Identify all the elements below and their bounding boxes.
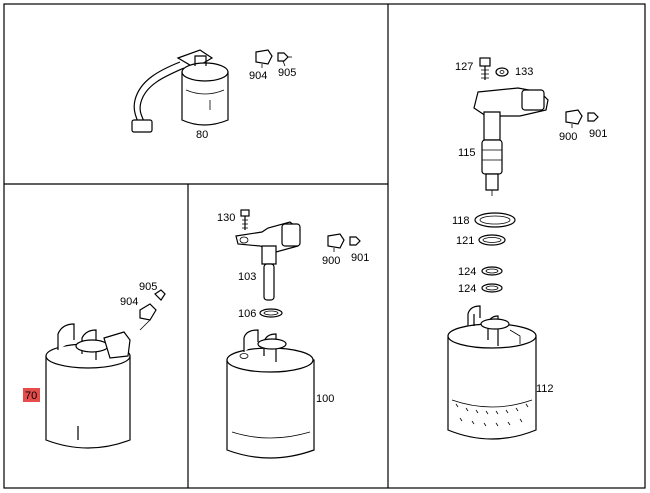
part-900-connector-right[interactable] — [565, 109, 583, 125]
highlight-marker-70 — [23, 388, 40, 402]
part-106-oring[interactable] — [259, 308, 283, 318]
label-118: 118 — [452, 215, 470, 227]
label-124-b: 124 — [458, 283, 476, 295]
part-904-connector-top[interactable] — [255, 49, 273, 65]
part-905-pin-left[interactable] — [154, 289, 166, 301]
part-100-filter[interactable] — [226, 329, 315, 459]
part-127-screw[interactable] — [479, 57, 491, 80]
outer-frame — [3, 3, 646, 489]
part-901-pin-right[interactable] — [587, 112, 599, 122]
part-115-sensor-body[interactable] — [473, 87, 549, 196]
label-133: 133 — [515, 66, 533, 78]
label-124-a: 124 — [458, 266, 476, 278]
part-112-filter[interactable] — [447, 305, 537, 440]
label-901-right: 901 — [589, 128, 607, 140]
label-106: 106 — [238, 308, 256, 320]
label-121: 121 — [456, 235, 474, 247]
part-70-filter[interactable] — [45, 323, 131, 449]
label-901-middle: 901 — [351, 252, 369, 264]
part-103-sensor[interactable] — [235, 221, 301, 301]
part-121-oring[interactable] — [478, 234, 506, 246]
label-127: 127 — [455, 61, 473, 73]
label-103: 103 — [238, 271, 256, 283]
part-130-screw[interactable] — [240, 209, 250, 230]
label-70: 70 — [25, 390, 37, 402]
part-133-washer[interactable] — [495, 67, 509, 77]
label-115: 115 — [458, 147, 476, 159]
label-130: 130 — [217, 212, 235, 224]
part-124-oring-a[interactable] — [481, 266, 503, 276]
part-901-pin-middle[interactable] — [349, 236, 361, 246]
label-904-left: 904 — [120, 296, 138, 308]
part-80-filter-with-hose[interactable] — [131, 49, 229, 133]
part-905-pin-top[interactable] — [277, 52, 292, 62]
part-900-connector-middle[interactable] — [327, 233, 345, 249]
label-900-right: 900 — [559, 131, 577, 143]
part-904-connector-left[interactable] — [139, 303, 157, 321]
label-112: 112 — [536, 383, 554, 395]
label-80: 80 — [196, 129, 208, 141]
part-124-oring-b[interactable] — [481, 283, 503, 293]
label-905-left: 905 — [139, 281, 157, 293]
label-900-middle: 900 — [322, 255, 340, 267]
label-905-top: 905 — [278, 67, 296, 79]
label-100: 100 — [316, 393, 334, 405]
label-904-top: 904 — [249, 70, 267, 82]
part-118-oring-large[interactable] — [474, 212, 516, 228]
